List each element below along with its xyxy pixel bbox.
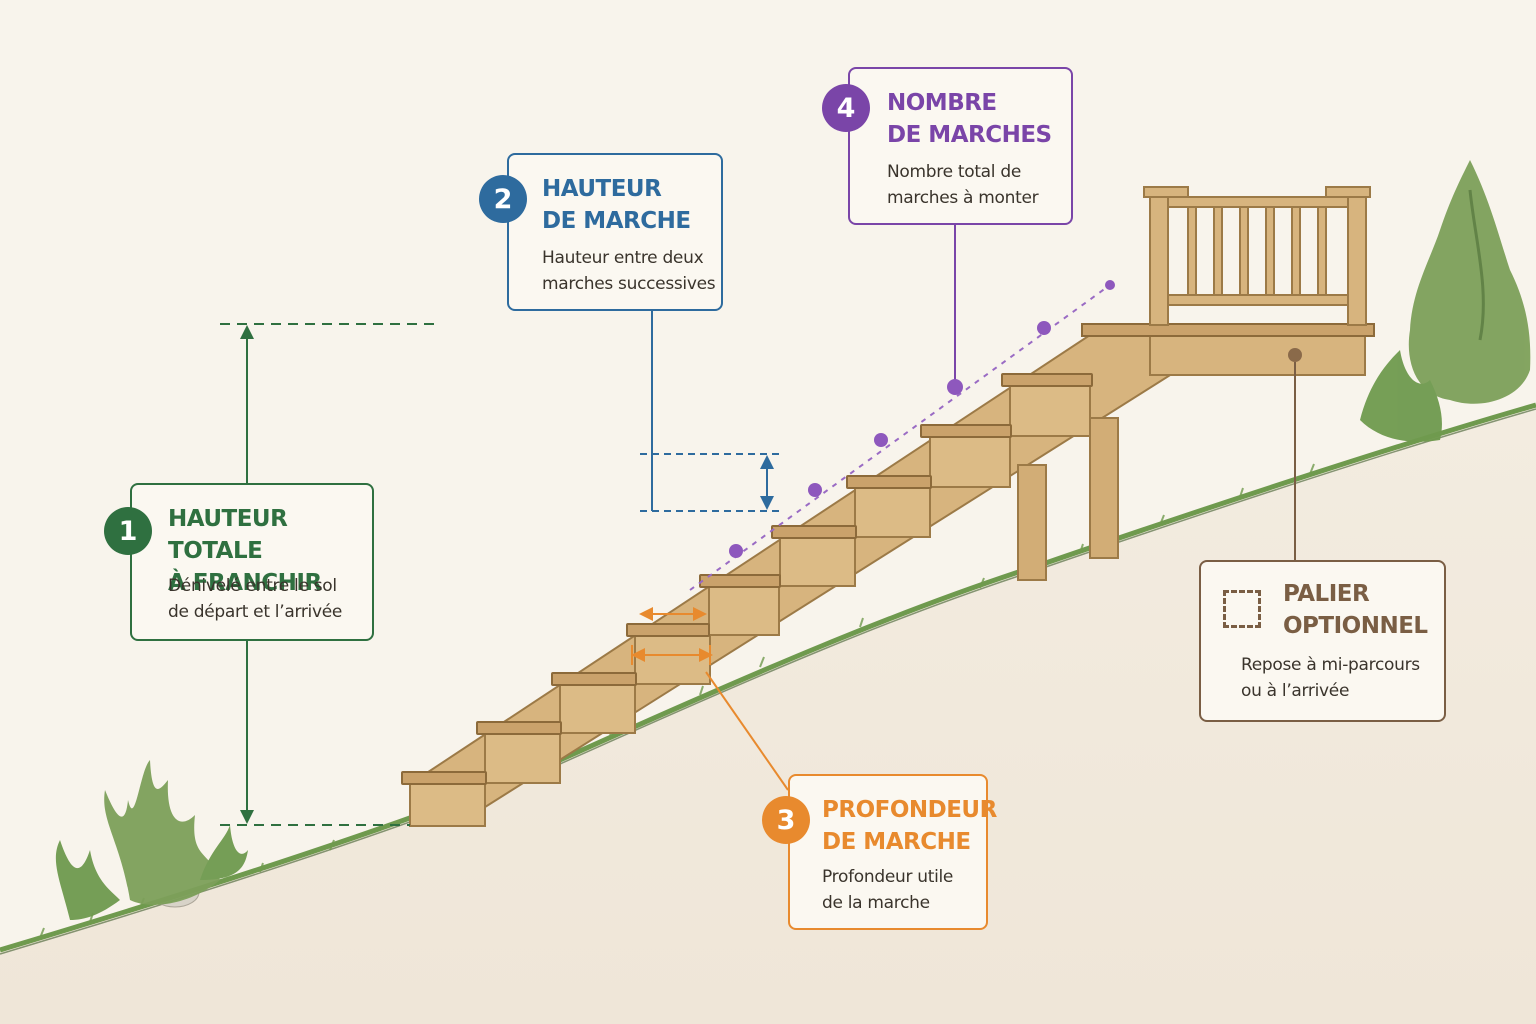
bush-left (55, 760, 248, 920)
tread-depth-dimension (631, 607, 789, 791)
railing (1143, 186, 1371, 326)
callout-title: HAUTEUR TOTALE À FRANCHIR (168, 506, 322, 596)
callout-description: Nombre total de marches à monter (887, 162, 1039, 208)
badge-1: 1 (104, 507, 152, 555)
post-1 (1017, 464, 1047, 581)
step-count-line (689, 225, 1115, 591)
callout-riser-height: 2 HAUTEUR DE MARCHE Hauteur entre deux m… (479, 153, 723, 311)
callout-step-count: 4 NOMBRE DE MARCHES Nombre total de marc… (822, 67, 1073, 225)
badge-4: 4 (822, 84, 870, 132)
step-dot (729, 544, 743, 558)
callout-total-height: 1 HAUTEUR TOTALE À FRANCHIR Dénivelé ent… (104, 483, 374, 641)
callout-title: NOMBRE DE MARCHES (887, 90, 1052, 148)
step-dot (1037, 321, 1051, 335)
grass-line (0, 402, 1536, 953)
post-2 (1089, 417, 1119, 559)
callout-description: Hauteur entre deux marches successives (542, 248, 716, 294)
callout-title: PALIER OPTIONNEL (1283, 581, 1428, 639)
riser-height-dimension (640, 311, 782, 512)
tree-right (1360, 160, 1531, 442)
callout-title: PROFONDEUR DE MARCHE (822, 797, 997, 855)
callout-tread-depth: 3 PROFONDEUR DE MARCHE Profondeur utile … (762, 774, 997, 930)
step-dot (808, 483, 822, 497)
callout-description: Repose à mi-parcours ou à l’arrivée (1241, 655, 1420, 701)
landing-deck (1081, 323, 1375, 337)
callout-optional-landing: PALIER OPTIONNEL Repose à mi-parcours ou… (1199, 560, 1446, 722)
dashed-square-icon (1223, 590, 1261, 628)
step-dot (947, 379, 963, 395)
badge-3: 3 (762, 796, 810, 844)
stair-structure (401, 186, 1375, 827)
total-height-dimension (220, 323, 440, 826)
ground-slope (0, 405, 1536, 1024)
landing-beam (1149, 334, 1366, 376)
callout-description: Profondeur utile de la marche (822, 867, 954, 913)
step-dot (874, 433, 888, 447)
callout-title: HAUTEUR DE MARCHE (542, 176, 691, 234)
step-dot (1105, 280, 1115, 290)
badge-2: 2 (479, 175, 527, 223)
callout-description: Dénivelé entre le sol de départ et l’arr… (168, 576, 343, 622)
landing-pointer (1288, 348, 1302, 560)
